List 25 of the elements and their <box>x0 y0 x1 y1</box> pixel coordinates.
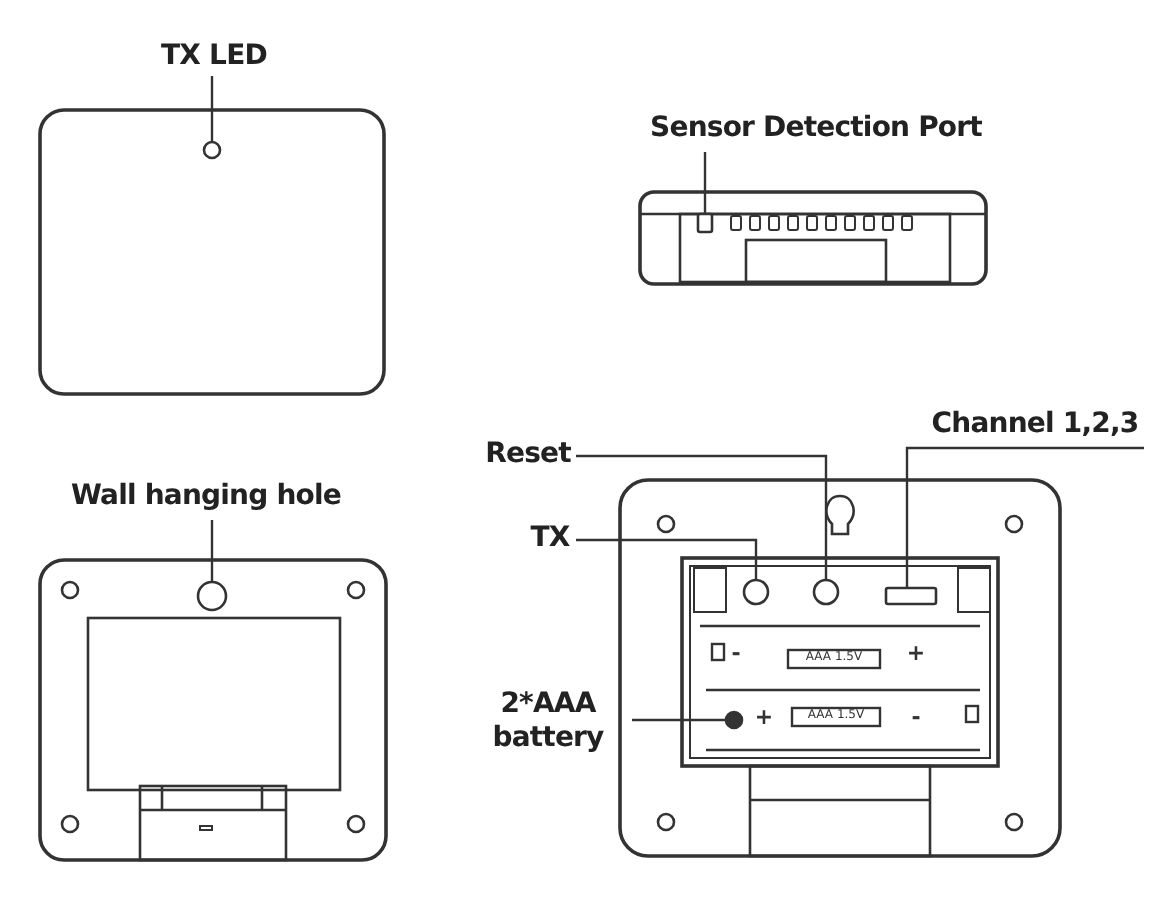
callout-label: Wall hanging hole <box>36 480 376 514</box>
reset-button <box>812 578 840 606</box>
polarity-sign: + <box>752 706 776 730</box>
battery-contact <box>724 710 744 730</box>
leader-line <box>576 454 828 580</box>
leader-line <box>703 152 707 214</box>
polarity-sign: + <box>904 642 928 666</box>
port-vent <box>696 212 714 234</box>
channel-switch <box>884 586 938 606</box>
leader-line <box>210 76 214 142</box>
leader-line <box>576 538 758 580</box>
hanging-hole <box>196 580 228 612</box>
polarity-sign: - <box>909 706 923 730</box>
callout-label: TX LED <box>134 40 294 74</box>
callout-label: TX <box>524 522 576 556</box>
tx-button <box>742 578 770 606</box>
callout-label: 2*AAA battery <box>464 688 632 756</box>
polarity-sign: - <box>729 642 743 666</box>
callout-label: Channel 1,2,3 <box>910 408 1160 442</box>
leader-line <box>210 520 214 582</box>
callout-label: Sensor Detection Port <box>620 112 1012 146</box>
leader-line <box>905 446 1144 588</box>
callout-label: Reset <box>480 438 576 472</box>
leader-line <box>632 718 726 722</box>
led-dot <box>202 140 222 160</box>
